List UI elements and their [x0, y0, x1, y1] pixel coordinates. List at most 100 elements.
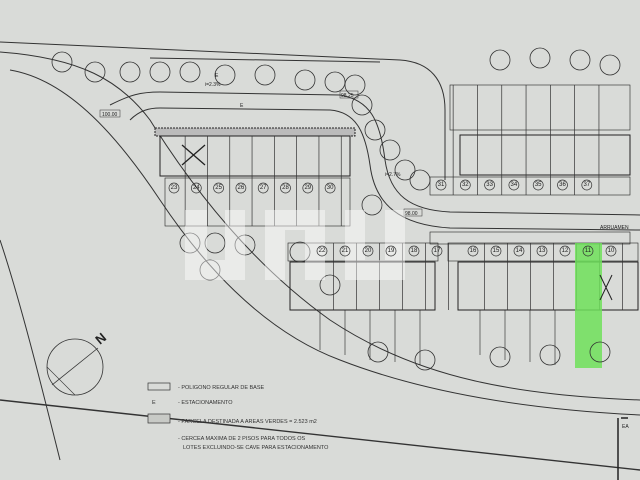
lot-number: 21 [342, 248, 349, 254]
lot-18[interactable]: 18 [408, 245, 420, 257]
lot-19[interactable]: 19 [385, 245, 397, 257]
lot-number-circle [168, 182, 180, 194]
lot-number: 23 [171, 185, 178, 191]
tree-icon [489, 49, 511, 71]
tree-icon [289, 241, 311, 263]
lot-number-circle [408, 245, 420, 257]
lot-37[interactable]: 37 [581, 179, 593, 191]
lot-number: 11 [585, 248, 592, 254]
lot-30[interactable]: 30 [324, 182, 336, 194]
lot-number-circle [557, 179, 568, 191]
cross-mark [599, 274, 613, 301]
lot-34[interactable]: 34 [508, 179, 520, 191]
lot-number: 32 [462, 182, 469, 188]
tree-icon [529, 47, 551, 69]
lot-23[interactable]: 23 [168, 182, 180, 194]
tree-icon [589, 341, 611, 363]
lot-28[interactable]: 28 [280, 182, 291, 194]
tree-icon [149, 61, 171, 83]
tree-icon [84, 61, 106, 83]
tree-icon [539, 344, 561, 366]
legend: - POLIGONO REGULAR DE BASE E - ESTACIONA… [147, 382, 329, 451]
lot-number: 12 [562, 248, 569, 254]
lot-number-circle [513, 245, 525, 257]
lot-31[interactable]: 31 [435, 179, 447, 191]
lot-number-circle [484, 179, 495, 191]
lot-27[interactable]: 27 [257, 182, 269, 194]
lot-number: 29 [304, 185, 311, 191]
watermark [185, 210, 405, 280]
highlighted-lot-11[interactable] [575, 243, 602, 368]
lot-dividers-top-left [184, 136, 342, 226]
trees [51, 47, 621, 371]
lot-14[interactable]: 14 [513, 245, 525, 257]
legend-item: LOTES EXCLUINDO-SE CAVE PARA ESTACIONAME… [183, 445, 329, 451]
tree-icon [599, 54, 621, 76]
lot-number: 16 [470, 248, 477, 254]
tree-icon [214, 64, 236, 86]
tree-icon [51, 51, 73, 73]
lot-number: 13 [539, 248, 546, 254]
lot-number-circle [581, 179, 593, 191]
legend-item: - CERCEA MAXIMA DE 2 PISOS PARA TODOS OS [178, 436, 305, 442]
slope-label: i=2.7% [385, 172, 401, 178]
lot-26[interactable]: 26 [235, 182, 247, 194]
elevation-label: 100.00 [102, 112, 118, 118]
lot-number-circle [582, 245, 594, 257]
slope-label: i=2.3% [205, 82, 221, 88]
lot-number-circle [435, 179, 447, 191]
lot-17[interactable]: 17 [431, 245, 443, 257]
lot-number-circle [532, 179, 544, 191]
lot-10[interactable]: 10 [605, 245, 617, 257]
lot-number: 17 [434, 248, 441, 254]
road-lines [0, 41, 640, 471]
lot-22[interactable]: 22 [316, 245, 328, 257]
lot-24[interactable]: 24 [190, 182, 202, 194]
lot-32[interactable]: 32 [459, 179, 471, 191]
lot-number-circle [490, 245, 502, 257]
lot-number: 27 [260, 185, 267, 191]
legend-item: - POLIGONO REGULAR DE BASE [178, 385, 265, 391]
lot-number: 28 [282, 185, 289, 191]
tree-icon [254, 64, 276, 86]
tree-icon [294, 69, 316, 91]
lot-number: 37 [583, 182, 590, 188]
block-top-right [429, 84, 631, 196]
lot-number: 26 [238, 185, 245, 191]
lot-36[interactable]: 36 [557, 179, 568, 191]
lot-number-circle [235, 182, 247, 194]
lot-number-circle [385, 245, 397, 257]
tree-icon [344, 74, 366, 96]
lot-number-circle [459, 179, 471, 191]
tree-icon [367, 341, 389, 363]
lot-number: 10 [608, 248, 615, 254]
legend-item: - PARCELA DESTINADA A AREAS VERDES = 2.5… [178, 419, 317, 425]
lot-number-circle [508, 179, 520, 191]
lot-number: 18 [411, 248, 418, 254]
lot-29[interactable]: 29 [302, 182, 314, 194]
tree-icon [199, 259, 221, 281]
lot-15[interactable]: 15 [490, 245, 502, 257]
lot-number-circle [302, 182, 314, 194]
tree-icon [179, 61, 201, 83]
lot-25[interactable]: 25 [213, 182, 224, 194]
lot-number-circle [605, 245, 617, 257]
lot-number-circle [339, 245, 351, 257]
lot-21[interactable]: 21 [339, 245, 351, 257]
lot-12[interactable]: 12 [559, 245, 571, 257]
lot-33[interactable]: 33 [484, 179, 495, 191]
lot-number-circle [536, 245, 548, 257]
lot-16[interactable]: 16 [467, 245, 479, 257]
block-top-left [154, 127, 356, 227]
tree-icon [361, 194, 383, 216]
lot-13[interactable]: 13 [536, 245, 548, 257]
tree-icon [394, 159, 416, 181]
lot-20[interactable]: 20 [362, 245, 374, 257]
lot-number-circle [467, 245, 479, 257]
legend-symbol-rectangle [147, 382, 171, 391]
tree-icon [179, 232, 201, 254]
lot-35[interactable]: 35 [532, 179, 544, 191]
lot-number: 25 [215, 185, 222, 191]
lot-11[interactable]: 11 [582, 245, 594, 257]
lot-number-circle [362, 245, 374, 257]
